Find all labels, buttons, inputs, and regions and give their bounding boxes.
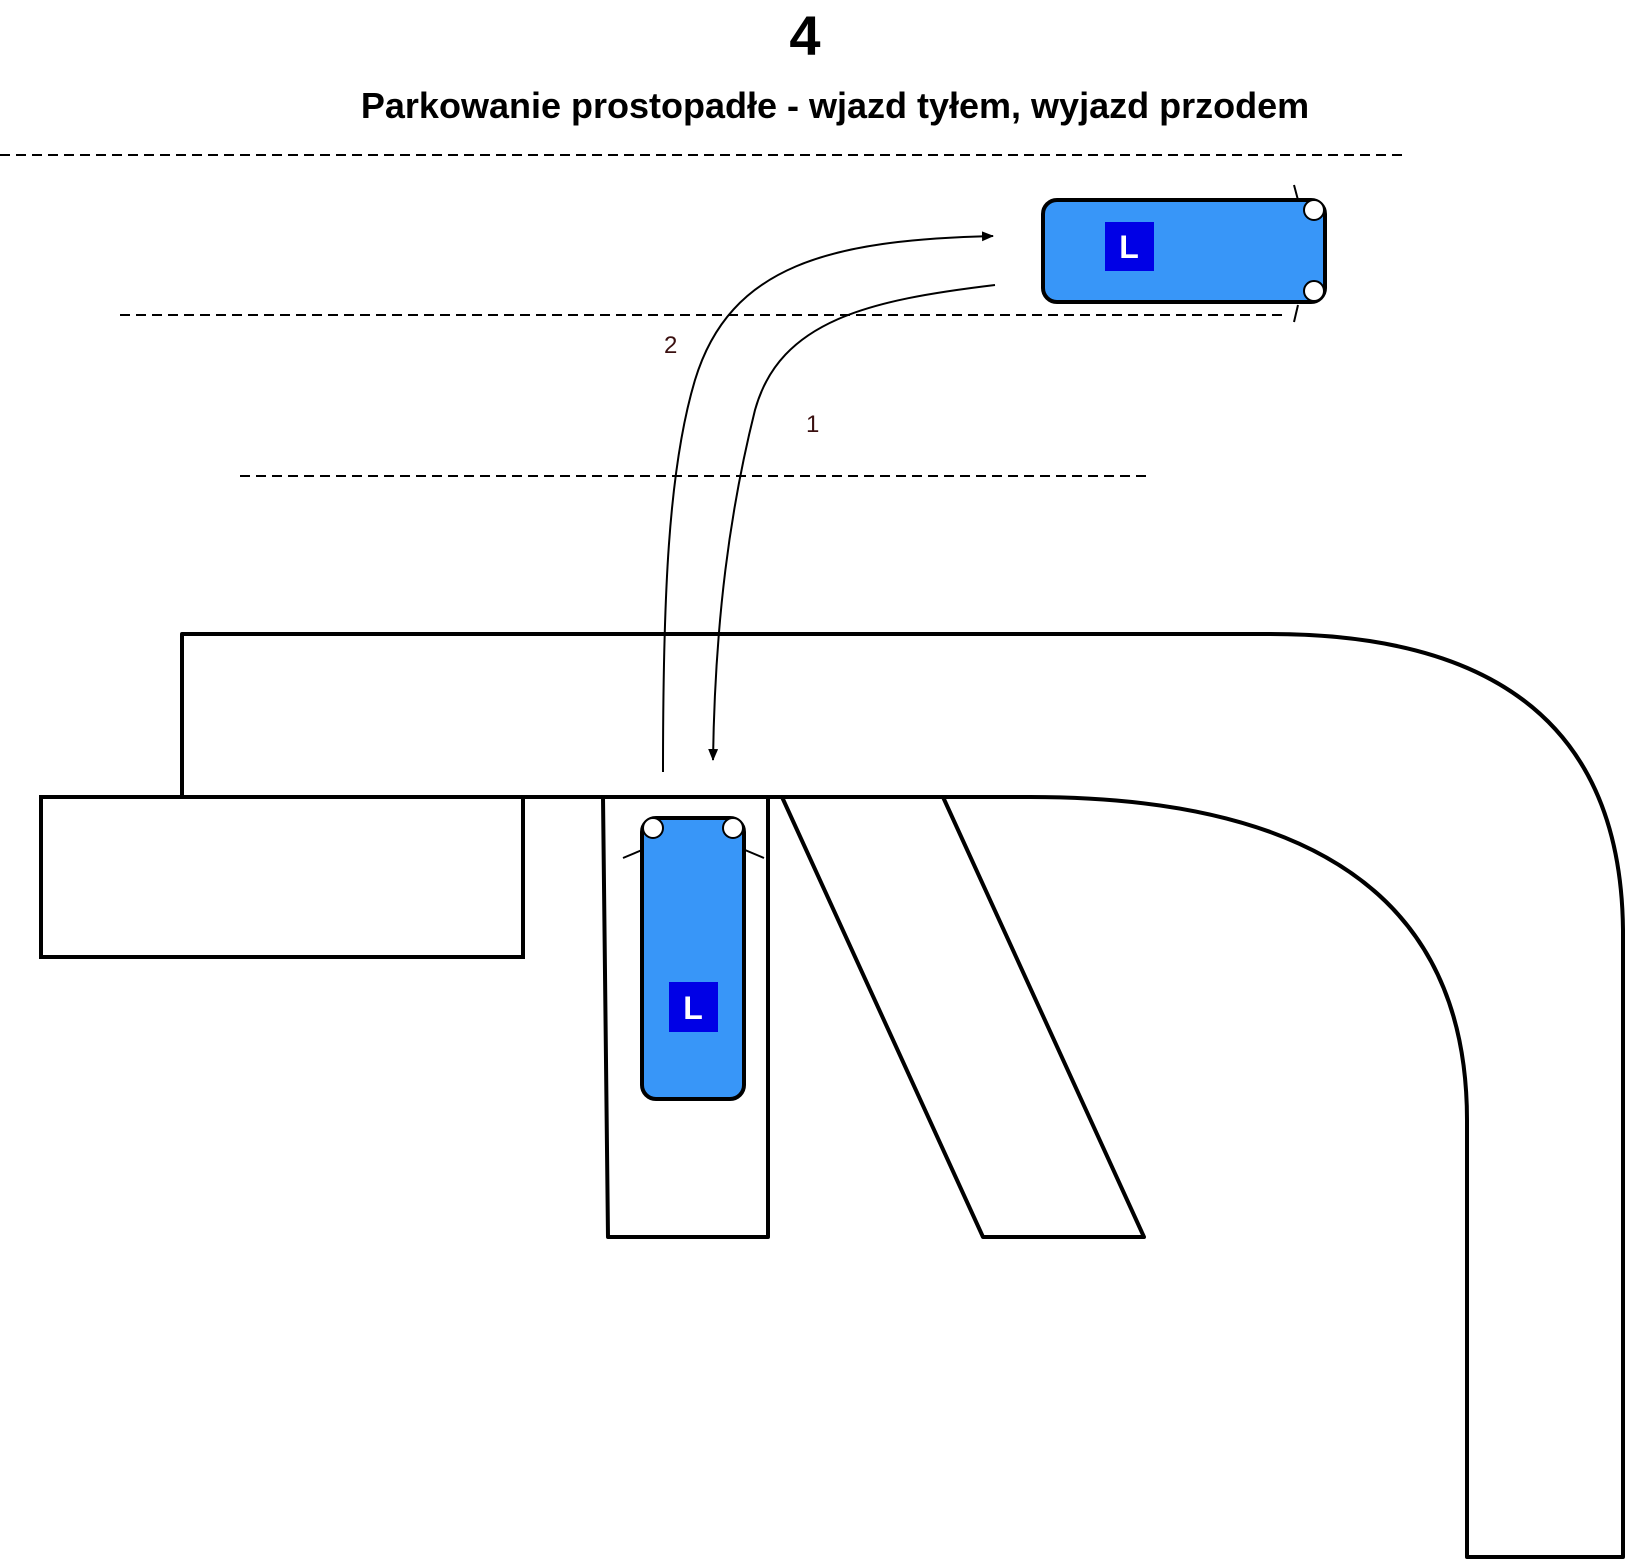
left-block	[39, 795, 525, 959]
car-parked-mirror-left	[622, 849, 643, 859]
car-parked: L	[622, 816, 765, 1101]
diagonal-bay	[780, 796, 1146, 1239]
car-parked-light-left	[642, 817, 664, 839]
car-parked-badge	[669, 982, 718, 1032]
route-2-path	[662, 231, 994, 773]
diagram-number: 4	[789, 4, 821, 67]
diagram-title: Parkowanie prostopadłe - wjazd tyłem, wy…	[360, 85, 1310, 126]
route-2-label: 2	[664, 332, 677, 359]
car-start: L	[1041, 184, 1327, 323]
car-parked-body	[640, 816, 746, 1101]
route-1-path	[708, 284, 996, 761]
car-start-light-bottom	[1303, 280, 1325, 302]
car-start-mirror-top	[1293, 184, 1299, 201]
car-start-mirror-bottom	[1293, 304, 1299, 323]
road-curb-outline	[180, 632, 1625, 1559]
car-parked-badge-letter: L	[683, 990, 703, 1026]
car-parked-mirror-right	[744, 849, 765, 859]
car-start-badge-letter: L	[1119, 229, 1139, 265]
car-start-light-top	[1303, 199, 1325, 221]
car-start-badge	[1105, 222, 1154, 271]
car-parked-light-right	[722, 817, 744, 839]
parking-bay	[601, 796, 770, 1239]
route-1-label: 1	[806, 411, 819, 438]
car-start-body	[1041, 198, 1327, 304]
